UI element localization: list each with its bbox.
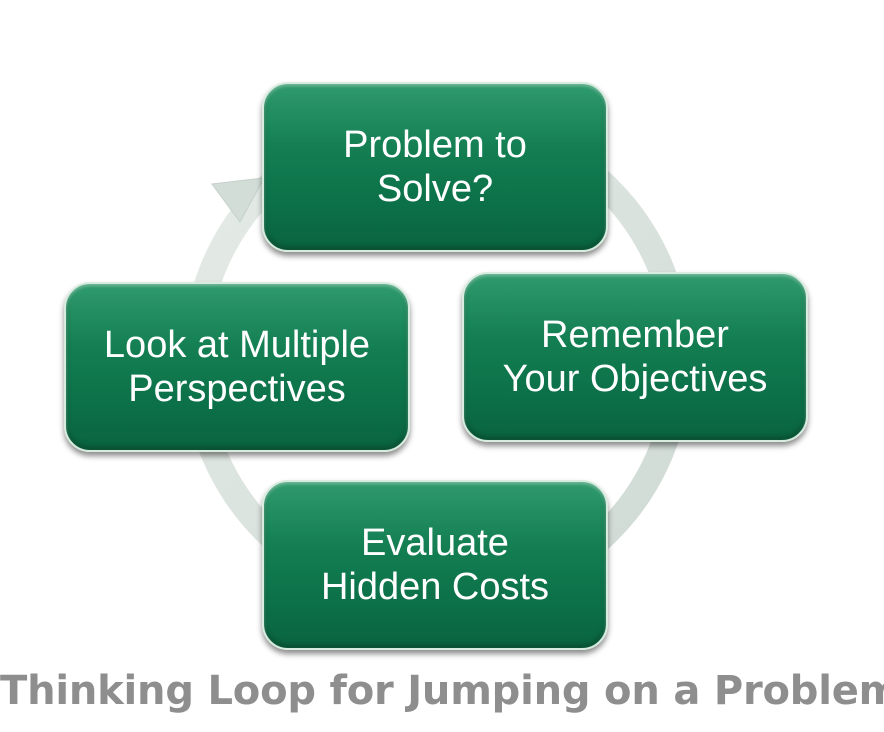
node-problem-to-solve: Problem to Solve? (262, 82, 608, 252)
node-line: Evaluate (361, 522, 509, 564)
node-remember-objectives: Remember Your Objectives (462, 272, 808, 442)
node-line: Problem to (343, 124, 527, 166)
node-line: Solve? (376, 168, 494, 210)
node-line: Your Objectives (502, 358, 768, 400)
node-multiple-perspectives: Look at Multiple Perspectives (64, 282, 410, 452)
node-line: Hidden Costs (320, 566, 550, 608)
node-evaluate-hidden-costs: Evaluate Hidden Costs (262, 480, 608, 650)
diagram-caption: Thinking Loop for Jumping on a Problem (0, 668, 884, 714)
cycle-arrowhead (211, 177, 265, 223)
node-line: Remember (541, 314, 729, 356)
node-line: Perspectives (128, 368, 346, 410)
node-line: Look at Multiple (103, 324, 371, 366)
